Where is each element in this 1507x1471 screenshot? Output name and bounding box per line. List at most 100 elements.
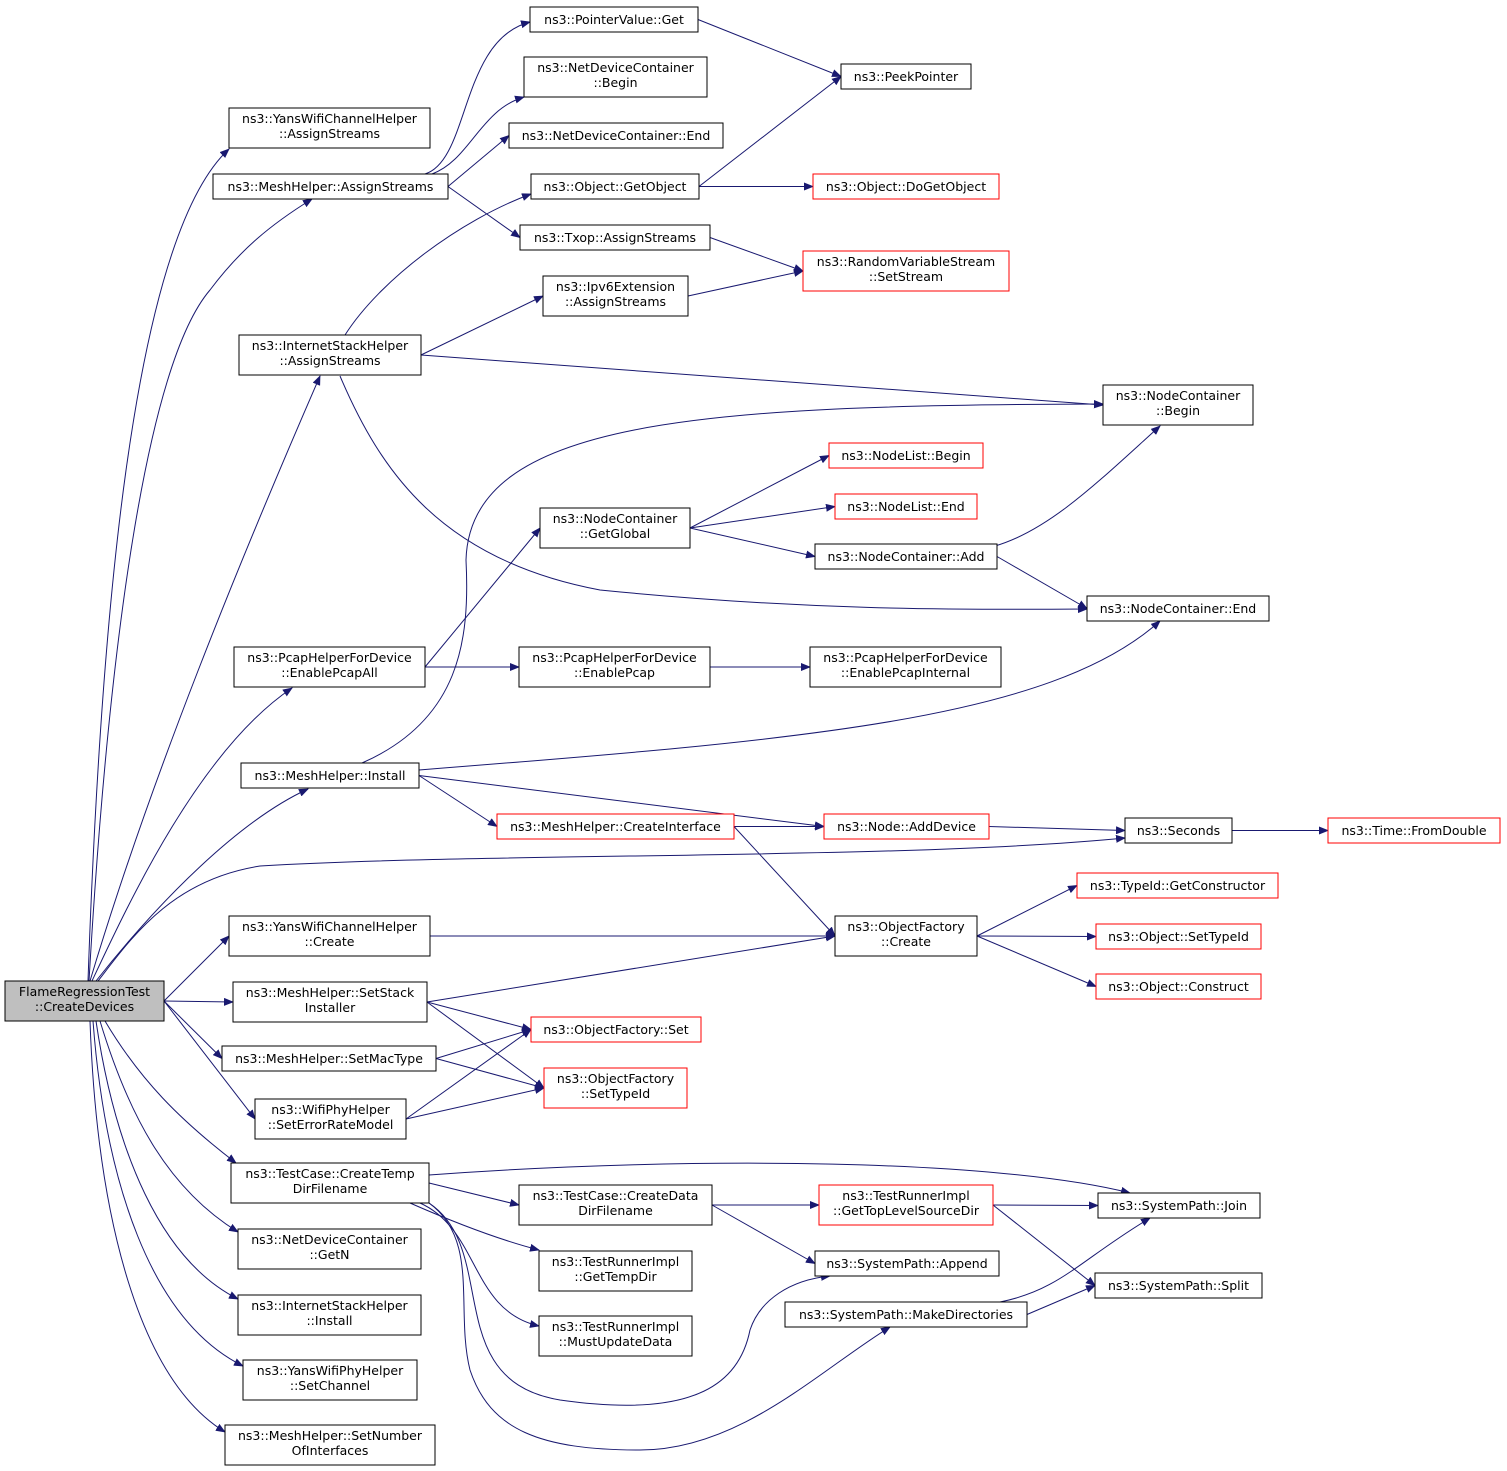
function-node-obj-construct[interactable]: ns3::Object::Construct bbox=[1095, 973, 1262, 1000]
node-box bbox=[1094, 1272, 1263, 1299]
call-edge-root-to-yans_chan_create bbox=[163, 935, 230, 1002]
function-node-time-fromdouble[interactable]: ns3::Time::FromDouble bbox=[1327, 817, 1501, 844]
function-node-ndc-getn[interactable]: ns3::NetDeviceContainer::GetN bbox=[237, 1228, 422, 1270]
node-box bbox=[840, 63, 972, 90]
call-edge-sp_makedirs-to-sp_join bbox=[999, 1217, 1151, 1303]
function-node-of-create[interactable]: ns3::ObjectFactory::Create bbox=[834, 915, 978, 957]
function-node-inet-assign[interactable]: ns3::InternetStackHelper::AssignStreams bbox=[238, 334, 422, 376]
call-edge-tri_gettoplevel-to-sp_join bbox=[992, 1201, 1099, 1210]
function-node-ipv6ext-assign[interactable]: ns3::Ipv6Extension::AssignStreams bbox=[542, 275, 689, 317]
call-edge-mesh_assign-to-txop_assign bbox=[447, 186, 521, 239]
node-box bbox=[812, 173, 1000, 200]
function-node-mesh-setmac[interactable]: ns3::MeshHelper::SetMacType bbox=[221, 1045, 437, 1072]
call-edge-root-to-yans_phy_setchan bbox=[92, 1020, 244, 1367]
call-edge-mesh_assign-to-pv_get bbox=[424, 20, 531, 175]
node-box bbox=[530, 1016, 702, 1043]
node-box bbox=[529, 6, 699, 33]
function-node-mesh-assign[interactable]: ns3::MeshHelper::AssignStreams bbox=[212, 173, 449, 200]
function-node-obj-getobject[interactable]: ns3::Object::GetObject bbox=[530, 173, 700, 200]
function-node-sp-split[interactable]: ns3::SystemPath::Split bbox=[1094, 1272, 1263, 1299]
function-node-ndc-begin[interactable]: ns3::NetDeviceContainer::Begin bbox=[523, 56, 708, 98]
node-box bbox=[530, 173, 700, 200]
function-node-nodelist-end[interactable]: ns3::NodeList::End bbox=[834, 493, 978, 520]
node-label-line: ns3::ObjectFactory::Set bbox=[543, 1022, 688, 1037]
function-node-tri-gettemp[interactable]: ns3::TestRunnerImpl::GetTempDir bbox=[538, 1250, 693, 1292]
node-label-line: ::MustUpdateData bbox=[559, 1334, 673, 1349]
function-node-root[interactable]: FlameRegressionTest::CreateDevices bbox=[4, 980, 165, 1022]
function-node-nc-begin[interactable]: ns3::NodeContainer::Begin bbox=[1102, 384, 1254, 426]
function-node-pv-get[interactable]: ns3::PointerValue::Get bbox=[529, 6, 699, 33]
node-label-line: ns3::PcapHelperForDevice bbox=[532, 650, 697, 665]
function-node-sp-makedirs[interactable]: ns3::SystemPath::MakeDirectories bbox=[784, 1301, 1028, 1328]
function-node-yans-chan-assign[interactable]: ns3::YansWifiChannelHelper::AssignStream… bbox=[228, 107, 431, 149]
node-label-line: ns3::Time::FromDouble bbox=[1341, 823, 1486, 838]
call-edge-sp_makedirs-to-sp_split bbox=[1026, 1285, 1096, 1315]
function-node-pcap-enable[interactable]: ns3::PcapHelperForDevice::EnablePcap bbox=[518, 646, 711, 688]
function-node-ndc-end[interactable]: ns3::NetDeviceContainer::End bbox=[508, 122, 724, 149]
function-node-mesh-install[interactable]: ns3::MeshHelper::Install bbox=[240, 762, 420, 789]
function-node-yans-chan-create[interactable]: ns3::YansWifiChannelHelper::Create bbox=[228, 915, 431, 957]
node-label-line: ns3::MeshHelper::SetStack bbox=[246, 985, 415, 1000]
node-box bbox=[784, 1301, 1028, 1328]
call-edge-inet_assign-to-obj_getobject bbox=[344, 193, 532, 336]
function-node-wifiphy-seterr[interactable]: ns3::WifiPhyHelper::SetErrorRateModel bbox=[254, 1098, 407, 1140]
call-edge-mesh_assign-to-ndc_end bbox=[447, 134, 510, 187]
call-edge-tri_gettoplevel-to-sp_split bbox=[992, 1204, 1096, 1287]
function-node-inet-install[interactable]: ns3::InternetStackHelper::Install bbox=[237, 1294, 422, 1336]
node-box bbox=[523, 56, 708, 98]
node-label-line: ::Begin bbox=[593, 75, 637, 90]
call-edge-wifiphy_seterr-to-of_settypeid bbox=[405, 1086, 545, 1120]
node-layer: FlameRegressionTest::CreateDevicesns3::Y… bbox=[4, 6, 1501, 1466]
call-edge-root-to-mesh_setstack bbox=[163, 997, 234, 1006]
function-node-of-settypeid[interactable]: ns3::ObjectFactory::SetTypeId bbox=[543, 1067, 688, 1109]
node-box bbox=[1097, 1192, 1261, 1219]
node-label-line: ns3::NodeList::Begin bbox=[841, 448, 970, 463]
node-label-line: ns3::YansWifiPhyHelper bbox=[257, 1363, 404, 1378]
function-node-txop-assign[interactable]: ns3::Txop::AssignStreams bbox=[519, 224, 711, 251]
node-label-line: ::Create bbox=[305, 934, 355, 949]
function-node-of-set[interactable]: ns3::ObjectFactory::Set bbox=[530, 1016, 702, 1043]
function-node-sp-append[interactable]: ns3::SystemPath::Append bbox=[814, 1250, 1000, 1277]
function-node-yans-phy-setchan[interactable]: ns3::YansWifiPhyHelper::SetChannel bbox=[242, 1359, 418, 1401]
node-label-line: ns3::Object::SetTypeId bbox=[1108, 929, 1249, 944]
call-edge-of_create-to-typeid_getctor bbox=[976, 885, 1078, 937]
function-node-tri-mustupdate[interactable]: ns3::TestRunnerImpl::MustUpdateData bbox=[538, 1315, 693, 1357]
call-edge-root-to-mesh_setmac bbox=[163, 1000, 223, 1060]
function-node-node-adddevice[interactable]: ns3::Node::AddDevice bbox=[823, 813, 990, 840]
node-box bbox=[818, 1184, 994, 1226]
function-node-obj-dogetobject[interactable]: ns3::Object::DoGetObject bbox=[812, 173, 1000, 200]
function-node-peekpointer[interactable]: ns3::PeekPointer bbox=[840, 63, 972, 90]
function-node-sp-join[interactable]: ns3::SystemPath::Join bbox=[1097, 1192, 1261, 1219]
function-node-nc-end[interactable]: ns3::NodeContainer::End bbox=[1086, 595, 1270, 622]
call-edge-obj_getobject-to-peekpointer bbox=[698, 75, 842, 187]
node-box bbox=[519, 224, 711, 251]
node-box bbox=[834, 493, 978, 520]
node-box bbox=[233, 646, 426, 688]
function-node-nc-getglobal[interactable]: ns3::NodeContainer::GetGlobal bbox=[539, 507, 691, 549]
function-node-typeid-getctor[interactable]: ns3::TypeId::GetConstructor bbox=[1076, 872, 1279, 899]
function-node-obj-settypeid[interactable]: ns3::Object::SetTypeId bbox=[1095, 923, 1262, 950]
function-node-rvs-setstream[interactable]: ns3::RandomVariableStream::SetStream bbox=[802, 250, 1010, 292]
node-box bbox=[230, 1162, 430, 1204]
node-label-line: ns3::Node::AddDevice bbox=[837, 819, 976, 834]
function-node-pcap-internal[interactable]: ns3::PcapHelperForDevice::EnablePcapInte… bbox=[809, 646, 1002, 688]
node-label-line: ns3::RandomVariableStream bbox=[817, 254, 995, 269]
node-label-line: ::SetErrorRateModel bbox=[268, 1117, 394, 1132]
function-node-tri-gettoplevel[interactable]: ns3::TestRunnerImpl::GetTopLevelSourceDi… bbox=[818, 1184, 994, 1226]
function-node-pcap-all[interactable]: ns3::PcapHelperForDevice::EnablePcapAll bbox=[233, 646, 426, 688]
node-box bbox=[518, 646, 711, 688]
call-edge-mesh_setstack-to-of_set bbox=[426, 1001, 532, 1032]
call-edge-node_adddevice-to-seconds bbox=[988, 826, 1126, 835]
function-node-seconds[interactable]: ns3::Seconds bbox=[1124, 817, 1233, 844]
node-label-line: ns3::Object::Construct bbox=[1108, 979, 1249, 994]
node-label-line: DirFilename bbox=[293, 1181, 368, 1196]
function-node-mesh-createif[interactable]: ns3::MeshHelper::CreateInterface bbox=[496, 813, 735, 840]
function-node-nodelist-begin[interactable]: ns3::NodeList::Begin bbox=[828, 442, 984, 469]
call-edge-root-to-wifiphy_seterr bbox=[163, 1000, 256, 1120]
node-box bbox=[814, 543, 998, 570]
function-node-nc-add[interactable]: ns3::NodeContainer::Add bbox=[814, 543, 998, 570]
